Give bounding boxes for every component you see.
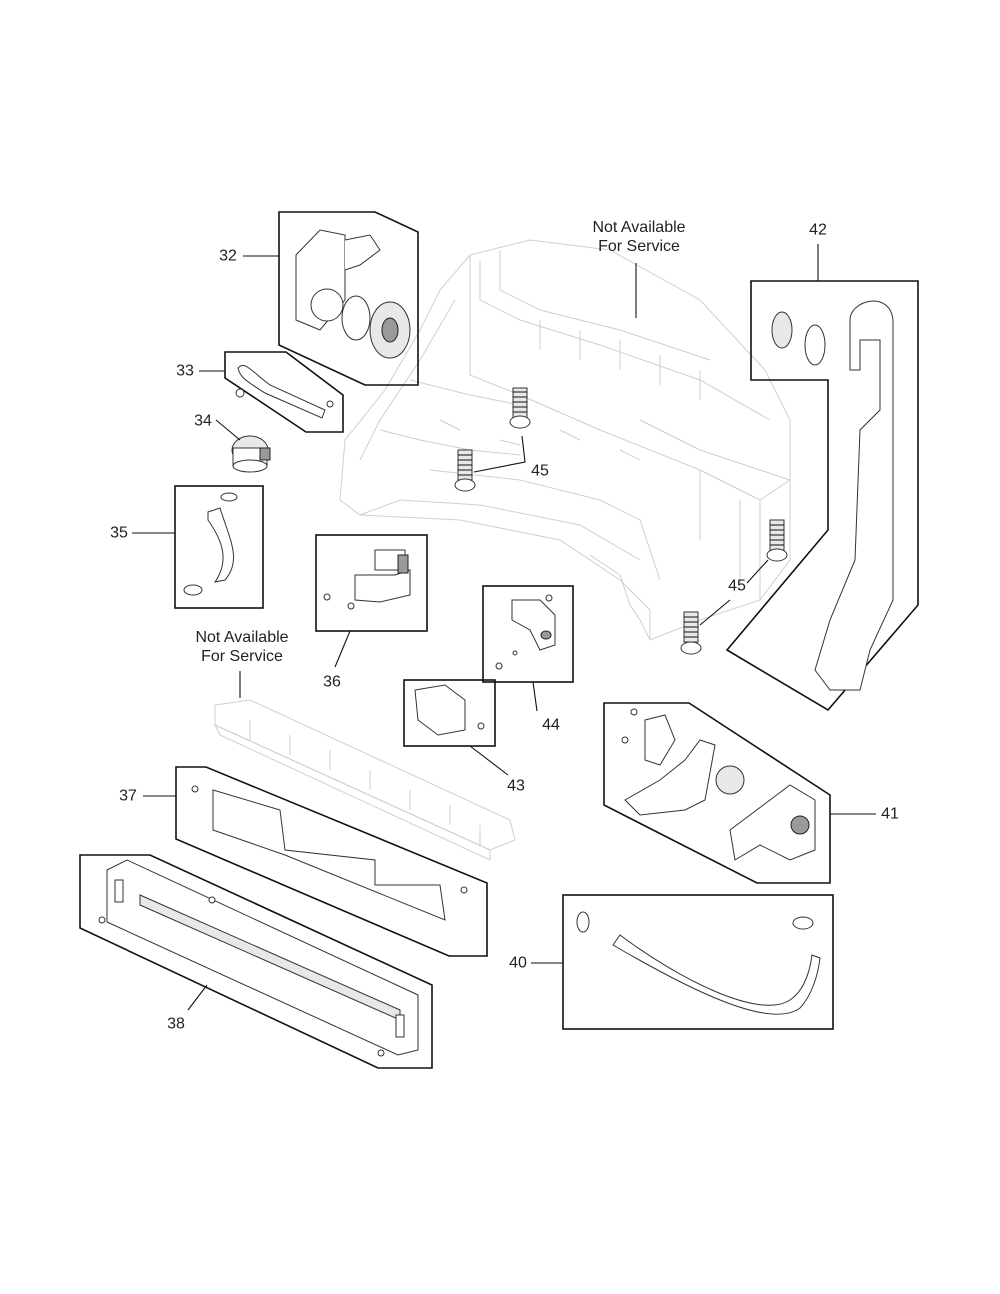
part-box-43 <box>403 679 496 747</box>
leveling-leg-lower <box>680 611 702 655</box>
part-box-37 <box>175 766 488 957</box>
part-box-44 <box>482 585 574 683</box>
part-box-33 <box>224 351 344 433</box>
part-box-38 <box>79 854 433 1069</box>
part-box-40 <box>562 894 834 1030</box>
part-box-42 <box>725 280 919 712</box>
leader-lines <box>132 244 876 1011</box>
part-box-36 <box>315 534 428 632</box>
base-frame-not-available <box>339 239 791 641</box>
part-box-35 <box>174 485 264 609</box>
leveling-leg-right <box>766 519 788 562</box>
part-box-32 <box>278 211 419 386</box>
part-34 <box>231 435 271 473</box>
leveling-leg-upper <box>509 387 531 429</box>
leveling-leg-mid <box>454 449 476 492</box>
kick-rail-not-available <box>213 699 516 861</box>
part-box-41 <box>603 702 831 884</box>
